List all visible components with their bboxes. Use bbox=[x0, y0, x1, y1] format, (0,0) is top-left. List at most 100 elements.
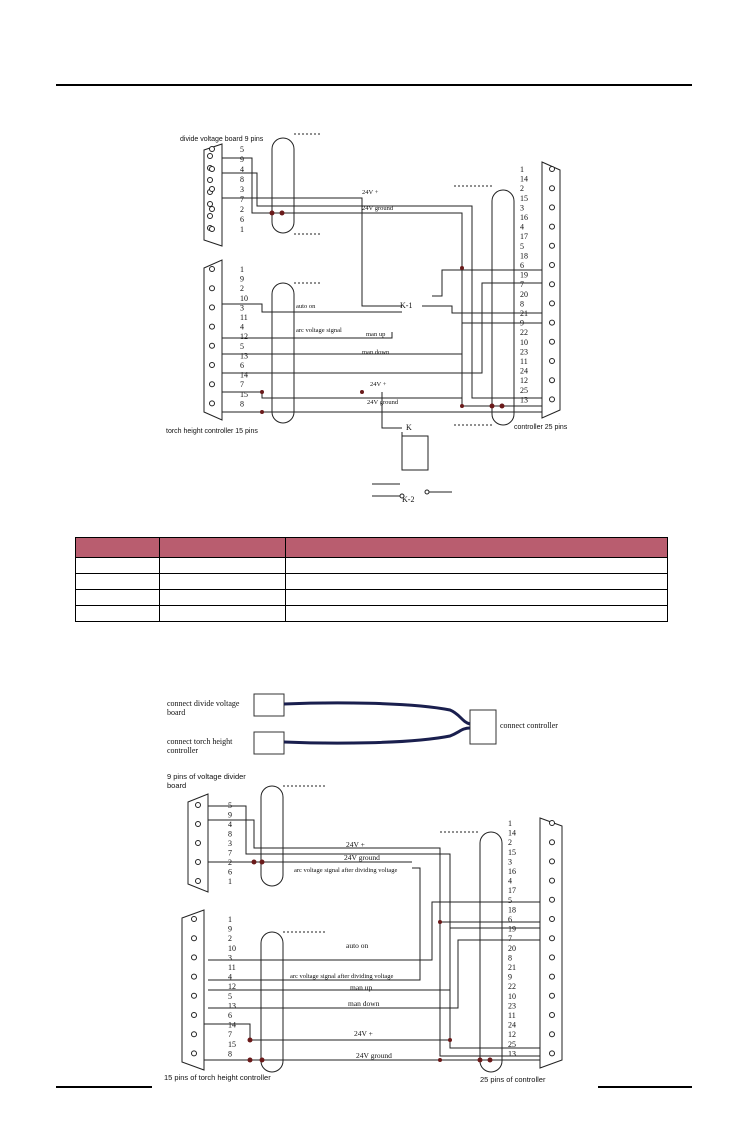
pin-number: 15 bbox=[228, 1040, 236, 1049]
plug-controller bbox=[469, 709, 497, 745]
table-cell bbox=[159, 589, 286, 606]
table-cell bbox=[285, 589, 668, 606]
pin-number: 5 bbox=[520, 242, 524, 251]
pin-number: 20 bbox=[508, 944, 516, 953]
pin-socket bbox=[209, 400, 215, 407]
pin-number: 8 bbox=[240, 175, 244, 184]
pin-number: 19 bbox=[520, 271, 528, 280]
pin-number: 5 bbox=[228, 992, 232, 1001]
signal-arc-after-bottom: arc voltage signal after dividing voltag… bbox=[290, 973, 394, 980]
table-cell bbox=[75, 573, 160, 590]
pin-number: 6 bbox=[228, 868, 232, 877]
signal-24v-ground-top: 24V ground bbox=[344, 853, 380, 862]
pin-number: 2 bbox=[508, 838, 512, 847]
pin-socket bbox=[195, 802, 201, 808]
pin-number: 6 bbox=[520, 261, 524, 270]
pin-socket bbox=[549, 820, 555, 826]
connector-9pin-shell bbox=[203, 143, 223, 247]
pin-number: 4 bbox=[508, 877, 512, 886]
pin-number: 7 bbox=[240, 380, 244, 389]
pin-socket bbox=[209, 285, 215, 292]
signal-auto-on: auto on bbox=[346, 941, 369, 950]
pin-socket bbox=[549, 377, 555, 384]
wiring-diagram-2: connect divide voltage board connect tor… bbox=[150, 682, 590, 1088]
label-torch-height-controller: torch height controller 15 pins bbox=[166, 428, 258, 435]
pin-number: 1 bbox=[240, 265, 244, 274]
connector-25pin-shell bbox=[539, 817, 563, 1069]
pin-socket bbox=[549, 1012, 555, 1018]
pin-number: 4 bbox=[520, 223, 524, 232]
pin-number: 1 bbox=[508, 819, 512, 828]
pin-socket bbox=[549, 954, 555, 961]
pin-socket bbox=[549, 1050, 555, 1057]
signal-man-up: man up bbox=[366, 331, 385, 338]
pin-number: 8 bbox=[508, 953, 512, 962]
pin-number: 17 bbox=[508, 886, 516, 895]
signal-24v-plus-top: 24V + bbox=[346, 840, 365, 849]
pin-number: 1 bbox=[228, 915, 232, 924]
pin-number: 10 bbox=[520, 338, 528, 347]
connector-9pin-pins bbox=[207, 153, 213, 231]
label-divide-voltage-board: divide voltage board 9 pins bbox=[180, 136, 264, 143]
signal-24v-plus-bottom: 24V + bbox=[354, 1029, 373, 1038]
signal-man-up: man up bbox=[350, 983, 373, 992]
pin-number: 2 bbox=[240, 205, 244, 214]
table-cell bbox=[159, 573, 286, 590]
pin-socket bbox=[209, 304, 215, 311]
pin-number: 24 bbox=[520, 367, 528, 376]
pin-socket bbox=[549, 396, 555, 403]
pin-number: 25 bbox=[508, 1040, 516, 1049]
signal-man-down: man down bbox=[348, 999, 380, 1008]
pin-number: 23 bbox=[508, 1001, 516, 1010]
pin-number: 5 bbox=[240, 145, 244, 154]
pin-number: 6 bbox=[228, 1011, 232, 1020]
label-9pins-1: 9 pins of voltage divider bbox=[167, 772, 246, 781]
pin-number: 1 bbox=[520, 165, 524, 174]
pin-socket bbox=[549, 1031, 555, 1038]
pin-number: 12 bbox=[228, 982, 236, 991]
pin-socket bbox=[549, 338, 555, 345]
pin-socket bbox=[549, 242, 555, 249]
pin-number: 14 bbox=[228, 1021, 236, 1030]
pin-socket bbox=[209, 146, 215, 152]
pin-socket bbox=[549, 204, 555, 211]
pin-socket bbox=[209, 362, 215, 368]
relay-k2-label: K-2 bbox=[402, 495, 414, 504]
pin-number: 3 bbox=[508, 857, 512, 866]
pin-number: 10 bbox=[228, 944, 236, 953]
pin-number: 9 bbox=[228, 925, 232, 934]
pin-number: 3 bbox=[520, 203, 524, 212]
pin-number: 14 bbox=[520, 175, 528, 184]
pin-socket bbox=[209, 166, 215, 172]
pin-socket bbox=[209, 206, 215, 212]
pin-number: 24 bbox=[508, 1021, 516, 1030]
pin-number: 21 bbox=[508, 963, 516, 972]
pin-number: 16 bbox=[508, 867, 516, 876]
pin-number: 4 bbox=[228, 973, 232, 982]
pin-number: 9 bbox=[508, 973, 512, 982]
pin-number: 15 bbox=[240, 390, 248, 399]
pin-socket bbox=[209, 266, 215, 272]
pin-number: 7 bbox=[520, 280, 524, 289]
table-row bbox=[75, 573, 668, 590]
pin-socket bbox=[549, 300, 555, 307]
relay-k-label: K bbox=[406, 423, 412, 432]
footer-rule-right bbox=[598, 1086, 692, 1088]
pin-number: 9 bbox=[240, 155, 244, 164]
pin-socket bbox=[549, 262, 555, 268]
pin-number: 14 bbox=[508, 829, 516, 838]
pin-socket bbox=[209, 323, 215, 330]
pin-number: 6 bbox=[508, 915, 512, 924]
pin-socket bbox=[191, 1031, 197, 1038]
plug-torch-height bbox=[253, 731, 285, 755]
pin-number: 13 bbox=[240, 351, 248, 360]
label-connect-controller: connect controller bbox=[500, 721, 558, 730]
pin-number: 3 bbox=[240, 185, 244, 194]
pin-socket bbox=[549, 935, 555, 942]
plug-divide-voltage bbox=[253, 693, 285, 717]
signal-24v-plus-bottom: 24V + bbox=[370, 381, 387, 388]
pin-socket bbox=[191, 916, 197, 922]
connector-25pin-labels: 1142153164175186197208219221023112412251… bbox=[520, 165, 555, 404]
pin-number: 7 bbox=[228, 849, 232, 858]
